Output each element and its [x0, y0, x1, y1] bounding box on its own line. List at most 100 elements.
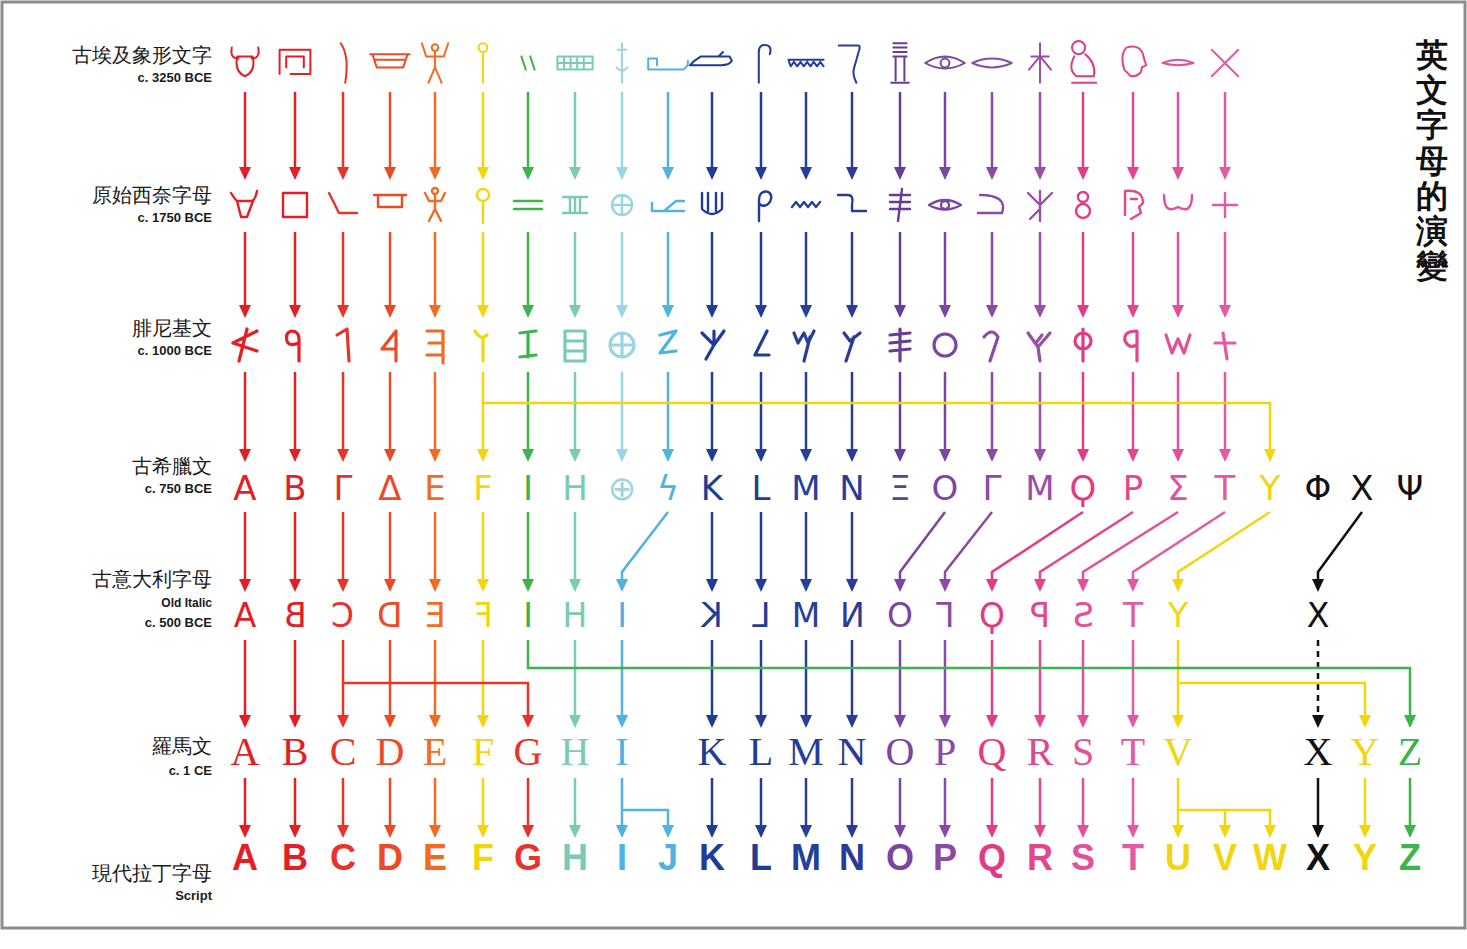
greek-letter: Γ — [334, 471, 353, 505]
greek-letter: Φ — [1305, 471, 1332, 505]
derivation-arrow — [851, 640, 854, 720]
derivation-arrow — [667, 232, 670, 310]
greek-letter: Ξ — [889, 471, 910, 505]
derivation-arrow — [1039, 778, 1042, 830]
proto-sinaitic-sign — [702, 193, 722, 214]
latin-letter: T — [1122, 840, 1144, 876]
old-italic-letter: S — [1073, 599, 1094, 632]
arrow-head — [846, 715, 858, 728]
arrow-head — [429, 825, 441, 838]
latin-letter: S — [1071, 840, 1095, 876]
phoenician-sign — [934, 334, 956, 356]
proto-sinaitic-sign — [652, 201, 684, 211]
row-label: 古意大利字母 — [92, 569, 212, 589]
arrow-head — [616, 825, 628, 838]
old-italic-letter: L — [752, 599, 770, 632]
greek-letter: N — [839, 471, 864, 505]
greek-letter: Γ — [983, 471, 1002, 505]
arrow-head — [289, 579, 301, 592]
hieroglyph-sign — [759, 45, 771, 83]
derivation-arrow — [1177, 232, 1180, 310]
arrow-head — [337, 305, 349, 318]
greek-letter: K — [701, 471, 723, 505]
row-subtitle: c. 3250 BCE — [138, 71, 212, 84]
greek-letter: P — [1123, 471, 1144, 505]
derivation-arrow — [851, 92, 854, 172]
old-italic-letter: Γ — [936, 599, 954, 632]
derivation-arrow — [711, 512, 714, 584]
latin-letter: B — [282, 840, 308, 876]
arrow-head — [616, 449, 628, 462]
hieroglyph-sign — [231, 48, 258, 77]
roman-letter: H — [561, 732, 590, 772]
greek-letter: Ψ — [1397, 471, 1424, 505]
derivation-arrow — [1039, 92, 1042, 172]
roman-letter: N — [838, 732, 867, 772]
phoenician-sign — [844, 333, 860, 361]
derivation-arrow — [389, 232, 392, 310]
latin-letter: L — [750, 840, 772, 876]
arrow-head — [755, 449, 767, 462]
phoenician-sign — [475, 331, 487, 361]
derivation-arrow — [1318, 512, 1362, 584]
derivation-arrow — [244, 512, 247, 584]
arrow-head — [1172, 715, 1184, 728]
derivation-arrow — [1082, 640, 1085, 720]
proto-sinaitic-sign — [425, 188, 445, 221]
old-italic-letter: K — [701, 599, 723, 632]
arrow-head — [1077, 167, 1089, 180]
arrow-head — [337, 449, 349, 462]
derivation-arrow — [482, 232, 485, 310]
arrow-head — [939, 579, 951, 592]
derivation-arrow — [667, 92, 670, 172]
roman-letter: D — [376, 732, 405, 772]
derivation-arrow — [944, 640, 947, 720]
hieroglyph-sign — [280, 50, 311, 74]
proto-sinaitic-sign — [563, 197, 587, 213]
phoenician-sign — [520, 331, 536, 357]
proto-sinaitic-sign — [1125, 191, 1143, 219]
arrow-head — [337, 167, 349, 180]
derivation-arrow — [294, 778, 297, 830]
derivation-arrow — [244, 778, 247, 830]
derivation-arrow — [434, 92, 437, 172]
derivation-arrow — [343, 683, 528, 720]
arrow-head — [894, 449, 906, 462]
derivation-arrow — [482, 640, 485, 720]
derivation-arrow — [805, 640, 808, 720]
phoenician-sign — [287, 331, 300, 361]
arrow-head — [1077, 579, 1089, 592]
derivation-arrow — [342, 778, 345, 830]
arrow-head — [986, 167, 998, 180]
latin-letter: G — [514, 840, 542, 876]
old-italic-letter: Y — [1168, 599, 1188, 632]
proto-sinaitic-sign — [1076, 192, 1090, 218]
arrow-head — [939, 305, 951, 318]
latin-letter: J — [658, 840, 678, 876]
hieroglyph-sign — [341, 43, 347, 83]
arrow-head — [894, 305, 906, 318]
derivation-arrow — [899, 232, 902, 310]
row-subtitle: c. 500 BCE — [145, 616, 212, 629]
proto-sinaitic-sign — [978, 195, 1003, 213]
roman-letter: R — [1027, 732, 1054, 772]
latin-letter: N — [839, 840, 865, 876]
proto-sinaitic-sign — [283, 193, 307, 217]
arrow-head — [939, 449, 951, 462]
arrow-head — [1264, 825, 1276, 838]
arrow-head — [1404, 715, 1416, 728]
old-italic-letter: Ϙ — [979, 599, 1005, 632]
derivation-arrow — [944, 92, 947, 172]
arrow-head — [662, 167, 674, 180]
derivation-arrow — [483, 403, 1270, 454]
arrow-head — [239, 825, 251, 838]
arrow-head — [429, 449, 441, 462]
arrow-head — [477, 167, 489, 180]
derivation-arrow — [574, 778, 577, 830]
arrow-head — [662, 449, 674, 462]
hieroglyph-sign — [521, 56, 534, 69]
derivation-arrow — [991, 92, 994, 172]
arrow-head — [755, 715, 767, 728]
derivation-arrow — [805, 232, 808, 310]
